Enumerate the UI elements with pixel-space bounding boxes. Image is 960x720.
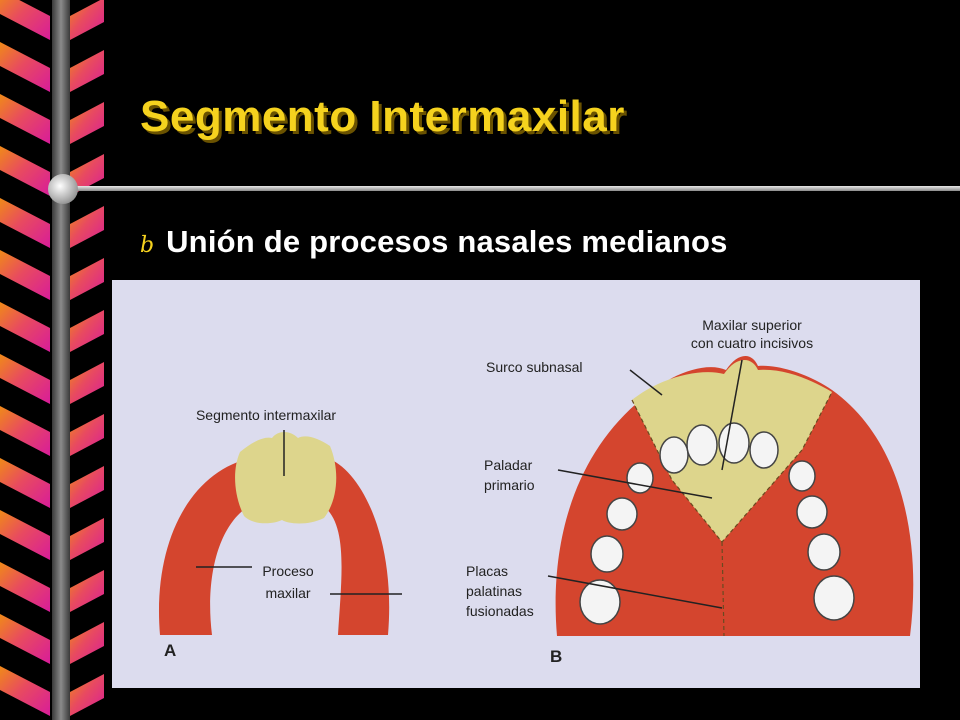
embryology-figure: Segmento intermaxilar Proceso maxilar A …	[112, 280, 920, 688]
zigzag-right	[70, 310, 104, 352]
leader-surco	[629, 369, 663, 396]
zigzag-right	[70, 0, 104, 40]
panel-a: Segmento intermaxilar Proceso maxilar A	[158, 407, 402, 660]
zigzag-right	[70, 466, 104, 508]
leader-paladar	[557, 469, 713, 499]
zigzag-left	[0, 614, 50, 664]
tooth	[626, 462, 654, 494]
zigzag-right	[70, 570, 104, 612]
zigzag-left	[0, 302, 50, 352]
zigzag-right	[70, 674, 104, 716]
zigzag-left	[0, 250, 50, 300]
tooth	[606, 497, 638, 531]
panel-b-letter: B	[550, 647, 562, 666]
label-surco-subnasal: Surco subnasal	[486, 359, 583, 375]
teeth	[579, 422, 855, 625]
label-proceso-line2: maxilar	[265, 585, 310, 601]
panel-b: Maxilar superior con cuatro incisivos Su…	[466, 317, 914, 666]
segmento-intermaxilar-shape	[235, 432, 337, 524]
label-paladar-line1: Paladar	[484, 457, 533, 473]
zigzag-right	[70, 622, 104, 664]
tooth	[796, 495, 828, 529]
zigzag-left	[0, 146, 50, 196]
zigzag-right	[70, 206, 104, 248]
zigzag-right	[70, 102, 104, 144]
tooth	[579, 579, 621, 625]
zigzag-left	[0, 666, 50, 716]
zigzag-right	[70, 50, 104, 92]
zigzag-left	[0, 198, 50, 248]
label-proceso-line1: Proceso	[262, 563, 314, 579]
zigzag-right	[70, 362, 104, 404]
zigzag-left	[0, 458, 50, 508]
slide-title: Segmento Intermaxilar	[140, 92, 625, 141]
bullet-text: Unión de procesos nasales medianos	[166, 224, 728, 259]
divider-knob	[48, 174, 78, 204]
label-placas-line1: Placas	[466, 563, 508, 579]
zigzag-left	[0, 0, 50, 40]
panel-a-letter: A	[164, 641, 176, 660]
zigzag-left	[0, 406, 50, 456]
label-paladar-line2: primario	[484, 477, 535, 493]
bullet-b-icon: b	[140, 233, 155, 258]
label-maxilar-line2: con cuatro incisivos	[691, 335, 813, 351]
tooth	[788, 460, 816, 492]
zigzag-banner	[0, 0, 104, 720]
banner-pole	[52, 0, 70, 720]
tooth	[807, 533, 841, 571]
tooth	[749, 431, 779, 469]
tooth	[659, 436, 689, 474]
label-segmento-intermaxilar: Segmento intermaxilar	[196, 407, 336, 423]
label-maxilar-line1: Maxilar superior	[702, 317, 802, 333]
midline-suture	[721, 541, 725, 637]
zigzag-left	[0, 510, 50, 560]
tooth	[813, 575, 855, 621]
tooth	[590, 535, 624, 573]
leader-placas	[547, 575, 723, 609]
zigzag-right	[70, 414, 104, 456]
zigzag-left	[0, 94, 50, 144]
zigzag-shapes	[0, 0, 104, 716]
label-placas-line3: fusionadas	[466, 603, 534, 619]
zigzag-left	[0, 562, 50, 612]
zigzag-left	[0, 42, 50, 92]
title-divider	[62, 186, 960, 191]
label-placas-line2: palatinas	[466, 583, 522, 599]
zigzag-right	[70, 518, 104, 560]
bullet-item: b Unión de procesos nasales medianos	[140, 224, 728, 260]
zigzag-right	[70, 154, 104, 196]
tooth	[718, 422, 750, 464]
leader-maxilar	[721, 359, 743, 471]
zigzag-left	[0, 354, 50, 404]
tooth	[686, 424, 718, 466]
proceso-maxilar-left	[158, 458, 262, 635]
zigzag-right	[70, 258, 104, 300]
